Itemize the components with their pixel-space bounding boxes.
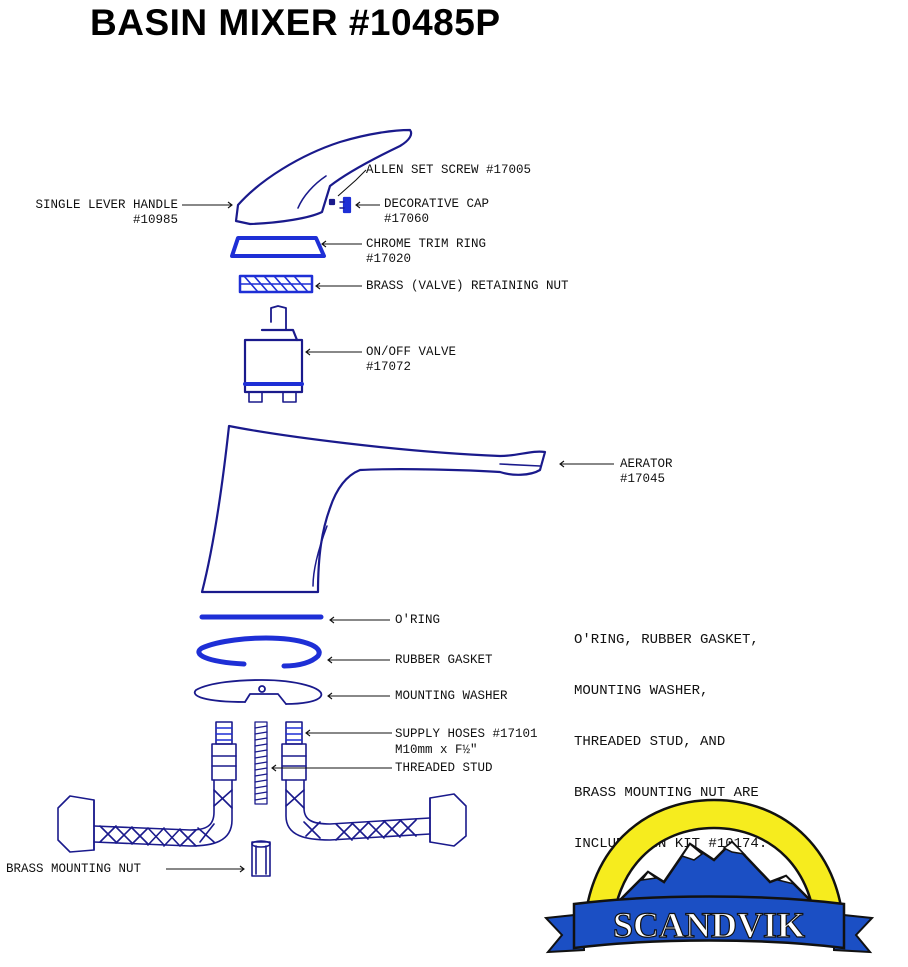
kit-note-line: O'RING, RUBBER GASKET, (574, 632, 759, 648)
logo-ribbon (572, 895, 846, 950)
decorative-cap-label: DECORATIVE CAP #17060 (384, 197, 489, 227)
gasket-label: RUBBER GASKET (395, 653, 493, 668)
valve-label-part-number: #17072 (366, 360, 412, 374)
right-supply-hose-part (281, 721, 467, 847)
logo-text: SCANDVIK (613, 905, 805, 945)
mounting-washer-part (193, 679, 323, 705)
retaining-nut-label: BRASS (VALVE) RETAINING NUT (366, 279, 569, 294)
scandvik-logo: SCANDVIK (544, 798, 874, 954)
retaining-nut-part (238, 274, 314, 294)
allen-set-screw-part (328, 198, 336, 206)
valve-label-name: ON/OFF VALVE (366, 345, 457, 359)
trim-ring-label: CHROME TRIM RING #17020 (366, 237, 486, 267)
allen-screw-label: ALLEN SET SCREW #17005 (366, 163, 531, 178)
aerator-label: AERATOR #17045 (620, 457, 673, 487)
stud-label-text: THREADED STUD (395, 761, 493, 775)
allen-screw-label-text: ALLEN SET SCREW #17005 (366, 163, 532, 177)
chrome-trim-ring-part (230, 236, 326, 258)
trim-ring-label-part-number: #17020 (366, 252, 412, 266)
handle-label: SINGLE LEVER HANDLE #10985 (10, 198, 178, 228)
stud-label: THREADED STUD (395, 761, 493, 776)
kit-note-line: MOUNTING WASHER, (574, 683, 709, 699)
hoses-label-name: SUPPLY HOSES #17101 (395, 727, 538, 741)
washer-label: MOUNTING WASHER (395, 689, 508, 704)
o-ring-label: O'RING (395, 613, 440, 628)
kit-note-line: BRASS MOUNTING NUT ARE (574, 785, 759, 801)
mixer-body-part (200, 424, 547, 594)
single-lever-handle-part (234, 128, 413, 226)
logo-snow-caps (640, 841, 797, 886)
washer-label-text: MOUNTING WASHER (395, 689, 508, 703)
on-off-valve-part (243, 305, 304, 403)
aerator-label-part-number: #17045 (620, 472, 666, 486)
trim-ring-label-name: CHROME TRIM RING (366, 237, 487, 251)
retaining-nut-label-text: BRASS (VALVE) RETAINING NUT (366, 279, 569, 293)
gasket-label-text: RUBBER GASKET (395, 653, 493, 667)
handle-label-name: SINGLE LEVER HANDLE (35, 198, 178, 212)
o-ring-label-text: O'RING (395, 613, 441, 627)
hoses-label-spec: M10mm x F½" (395, 743, 478, 757)
mounting-nut-label-text: BRASS MOUNTING NUT (6, 862, 142, 876)
threaded-stud-part (254, 721, 268, 805)
decorative-cap-part (339, 196, 352, 214)
hoses-label: SUPPLY HOSES #17101 M10mm x F½" (395, 726, 538, 758)
brass-mounting-nut-part (251, 840, 271, 877)
diagram-title: BASIN MIXER #10485P (90, 2, 501, 43)
decorative-cap-label-name: DECORATIVE CAP (384, 197, 490, 211)
kit-note-line: THREADED STUD, AND (574, 734, 726, 750)
rubber-gasket-part (196, 635, 322, 669)
left-supply-hose-part (57, 721, 237, 853)
handle-label-part-number: #10985 (132, 213, 178, 227)
decorative-cap-label-part-number: #17060 (384, 212, 430, 226)
aerator-label-name: AERATOR (620, 457, 673, 471)
valve-label: ON/OFF VALVE #17072 (366, 345, 456, 375)
mounting-nut-label: BRASS MOUNTING NUT (6, 862, 141, 877)
